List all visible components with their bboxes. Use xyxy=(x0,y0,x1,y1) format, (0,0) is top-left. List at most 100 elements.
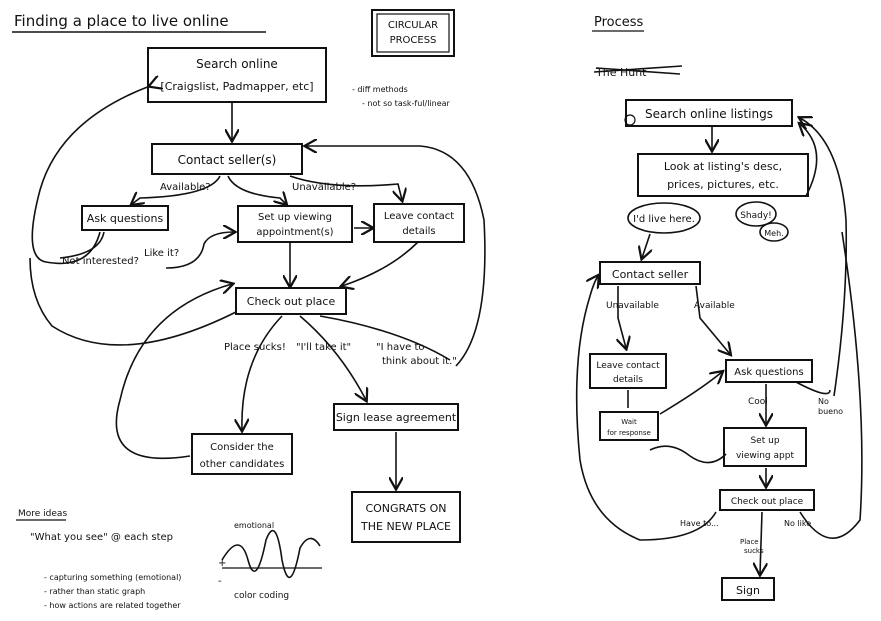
place-sucks-right-2: sucks xyxy=(744,547,764,555)
plus-sign: + xyxy=(218,558,226,569)
arrow-leave-check xyxy=(342,241,419,286)
search-listings-label: Search online listings xyxy=(645,107,773,121)
no-bueno-1: No xyxy=(818,397,829,406)
consider-box xyxy=(191,433,293,475)
tag-box xyxy=(371,9,455,57)
arrow-to-setup xyxy=(227,175,286,204)
contact-sellers-label: Contact seller(s) xyxy=(178,153,277,167)
emotional-label: emotional xyxy=(234,521,274,530)
color-coding-label: color coding xyxy=(234,591,289,601)
more-ideas-heading: More ideas xyxy=(18,509,67,519)
arrow-unavailable-leave xyxy=(618,286,626,348)
left-title: Finding a place to live online xyxy=(14,12,229,30)
setup-viewing-line-2: appointment(s) xyxy=(256,227,333,238)
bubble-meh xyxy=(759,222,789,242)
contact-sellers-box xyxy=(151,143,303,175)
line-not-interested xyxy=(59,231,105,259)
setup-viewing-line-1: Set up viewing xyxy=(258,212,332,223)
wait-line-2: for response xyxy=(607,429,651,437)
unavailable-label: Unavailable? xyxy=(292,182,356,193)
no-like-label: No like xyxy=(784,519,811,528)
available-label: Available? xyxy=(160,182,211,193)
place-sucks-label: Place sucks! xyxy=(224,342,286,353)
leave-contact-line-2: details xyxy=(402,226,435,237)
arrow-to-leave xyxy=(289,175,402,200)
arrow-check-sign xyxy=(760,511,762,574)
congrats-box xyxy=(351,491,461,543)
congrats-line-1: CONGRATS ON xyxy=(365,502,446,515)
leave-details-line-1: Leave contact xyxy=(596,361,660,371)
leave-details-line-2: details xyxy=(613,375,643,385)
sign-lease-box xyxy=(333,403,459,431)
think-label-1: "I have to xyxy=(376,342,424,353)
emotion-squiggle xyxy=(221,529,321,579)
search-online-box xyxy=(147,47,327,103)
search-online-sub: [Craigslist, Padmapper, etc] xyxy=(160,80,313,93)
idea-bullet-2: - rather than static graph xyxy=(44,587,145,596)
look-listing-box xyxy=(637,153,809,197)
congrats-line-2: THE NEW PLACE xyxy=(360,520,451,533)
note-2: - not so task-ful/linear xyxy=(362,99,451,108)
right-diagram: Process The Hunt Search online listings … xyxy=(575,15,863,601)
note-1: - diff methods xyxy=(352,85,408,94)
loop-think-contact xyxy=(306,146,486,367)
cool-label: Cool xyxy=(748,397,768,407)
leave-contact-line-1: Leave contact xyxy=(384,211,454,222)
line-check-think xyxy=(319,315,451,361)
arrow-wait-ask xyxy=(659,372,722,415)
leave-details-box xyxy=(589,353,667,389)
arrow-available-ask xyxy=(695,285,730,354)
place-sucks-right-1: Place xyxy=(740,538,759,546)
search-online-label: Search online xyxy=(196,57,278,71)
idea-bullet-3: - how actions are related together xyxy=(44,601,181,610)
no-bueno-2: bueno xyxy=(818,407,843,416)
bubble-live xyxy=(627,202,701,234)
arrow-check-sign xyxy=(299,315,366,400)
sign-right-label: Sign xyxy=(736,584,760,597)
wait-line-1: Wait xyxy=(621,418,637,426)
search-listings-box xyxy=(625,99,793,127)
tag-line-2: PROCESS xyxy=(390,35,437,46)
line-no-bueno xyxy=(795,381,831,395)
scribble-bar xyxy=(649,445,727,464)
left-diagram: Finding a place to live online CIRCULAR … xyxy=(12,9,486,610)
minus-sign: - xyxy=(218,576,222,587)
more-ideas-line1: "What you see" @ each step xyxy=(30,532,173,543)
ask-questions-right-box xyxy=(725,359,813,383)
consider-line-2: other candidates xyxy=(200,459,285,470)
look-listing-line-2: prices, pictures, etc. xyxy=(667,178,779,191)
think-label-2: think about it." xyxy=(382,356,457,367)
setup-viewing-box xyxy=(237,205,353,243)
setup-appt-line-1: Set up xyxy=(750,436,779,446)
idea-bullet-1: - capturing something (emotional) xyxy=(44,573,181,582)
loop-back-search xyxy=(31,86,150,265)
loop-no-bueno-search xyxy=(800,118,848,397)
bubble-shady xyxy=(735,201,777,227)
check-out-place-label: Check out place xyxy=(247,295,336,308)
sign-right-box xyxy=(721,577,775,601)
available-right-label: Available xyxy=(694,301,735,311)
like-it-label: Like it? xyxy=(144,248,179,259)
bubble-shady-text: Shady! xyxy=(740,211,772,221)
consider-line-1: Consider the xyxy=(210,442,274,453)
setup-appt-box xyxy=(723,427,807,467)
right-title: Process xyxy=(594,15,644,30)
tag-box-inner xyxy=(376,13,450,53)
loop-have-to-contact xyxy=(575,276,717,541)
arrow-like-setup xyxy=(165,232,234,269)
scribble-strike xyxy=(593,65,683,75)
loop-look-search xyxy=(800,124,818,197)
loop-check-left xyxy=(29,257,237,346)
look-listing-line-1: Look at listing's desc, xyxy=(664,160,782,173)
sign-lease-label: Sign lease agreement xyxy=(336,411,457,424)
arrow-live-contact xyxy=(642,233,650,258)
loop-no-like xyxy=(799,231,863,539)
bubble-live-text: I'd live here. xyxy=(633,214,695,225)
start-dot xyxy=(624,114,636,126)
ill-take-it-label: "I'll take it" xyxy=(296,342,351,353)
have-to-label: Have to... xyxy=(680,519,719,528)
arrow-check-consider xyxy=(242,315,283,430)
ask-questions-label: Ask questions xyxy=(87,212,164,225)
wait-box xyxy=(599,411,659,441)
